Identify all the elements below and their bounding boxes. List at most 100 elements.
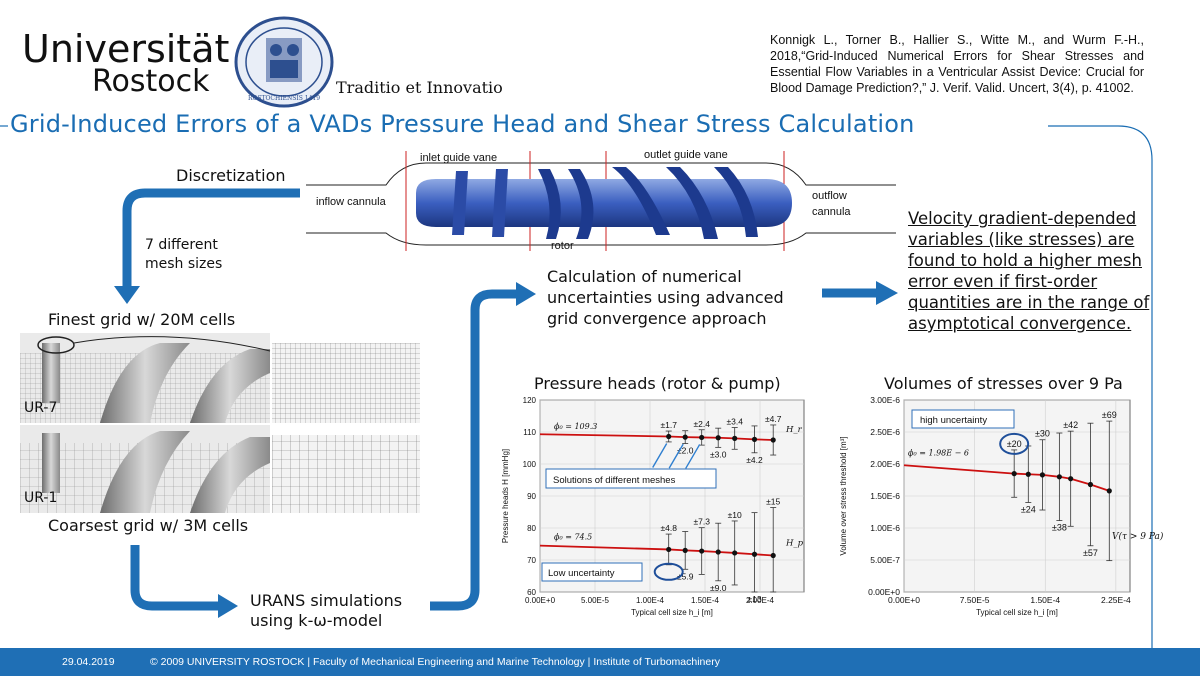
mesh-sizes-line2: mesh sizes	[145, 256, 223, 272]
data-point	[732, 435, 738, 441]
data-point	[1039, 472, 1046, 478]
coarsest-grid-label: Coarsest grid w/ 3M cells	[48, 516, 249, 535]
error-label: ±24	[1021, 505, 1036, 515]
inlet-guide-vane-label: inlet guide vane	[420, 152, 498, 164]
data-point	[666, 433, 672, 440]
data-point	[1068, 476, 1074, 482]
annotation-solutions: Solutions of different meshes	[553, 475, 676, 486]
calc-line2: uncertainties using advanced	[547, 288, 784, 307]
y-tick-label: 2.00E-6	[870, 459, 900, 469]
mesh-images	[20, 333, 420, 513]
error-label: ±1.7	[660, 420, 677, 430]
error-label: ±13	[747, 594, 761, 604]
data-point	[1025, 471, 1031, 477]
x-tick-label: 0.00E+0	[525, 596, 556, 605]
y-tick-label: 80	[527, 524, 536, 533]
data-point	[1087, 481, 1094, 488]
error-label: ±5.9	[677, 571, 694, 581]
calculation-label: Calculation of numerical uncertainties u…	[547, 266, 784, 329]
outflow-line2: cannula	[812, 206, 851, 218]
series-name: V(τ > 9 Pa)	[1112, 531, 1164, 542]
pointer-arrow	[668, 443, 684, 469]
error-label: ±2.4	[693, 419, 710, 429]
annotation-box	[541, 562, 643, 582]
conclusion-text: Velocity gradient-depended variables (li…	[908, 209, 1150, 333]
error-label: ±7.3	[693, 517, 710, 527]
data-point	[1106, 488, 1112, 494]
y-tick-label: 1.00E-6	[870, 523, 900, 533]
highlight-ellipse	[653, 562, 684, 581]
data-point	[715, 435, 721, 441]
mesh-sizes-line1: 7 different	[145, 237, 218, 253]
y-tick-label: 90	[527, 492, 536, 501]
error-label: ±15	[766, 497, 780, 507]
error-label: ±38	[1052, 523, 1067, 533]
phi0-label: ϕ₀ = 109.3	[554, 422, 597, 431]
footer-copyright: © 2009 UNIVERSITY ROSTOCK | Faculty of M…	[150, 656, 720, 668]
rotor-label: rotor	[551, 240, 574, 252]
x-axis-label: Typical cell size h_i [m]	[976, 608, 1058, 617]
x-tick-label: 0.00E+0	[888, 595, 920, 605]
error-label: ±30	[1035, 429, 1050, 439]
series-name: H_r	[785, 425, 803, 435]
data-point	[682, 434, 688, 440]
data-point	[699, 434, 705, 441]
footer-bar: 29.04.2019 © 2009 UNIVERSITY ROSTOCK | F…	[0, 648, 1200, 676]
highlight-ellipse	[999, 432, 1030, 455]
urans-label: URANS simulations using k-ω-model	[250, 591, 402, 631]
calc-line3: grid convergence approach	[547, 309, 767, 328]
university-motto: Traditio et Innovatio	[336, 78, 503, 97]
data-point	[770, 437, 776, 443]
data-point	[732, 550, 738, 556]
chart1-title: Pressure heads (rotor & pump)	[534, 374, 781, 393]
annotation-box	[545, 468, 717, 489]
error-label: ±10	[728, 510, 742, 520]
calc-line1: Calculation of numerical	[547, 267, 742, 286]
error-label: ±57	[1083, 548, 1098, 558]
university-name-line2: Rostock	[92, 64, 210, 99]
vad-device-diagram	[306, 151, 896, 251]
phi0-label: ϕ₀ = 74.5	[554, 533, 592, 542]
error-label: ±69	[1102, 410, 1117, 420]
pointer-arrow	[685, 444, 701, 469]
error-label: ±42	[1063, 420, 1078, 430]
mesh-sizes-label: 7 different mesh sizes	[145, 236, 222, 274]
ur7-label: UR-7	[24, 400, 58, 416]
urans-line1: URANS simulations	[250, 591, 403, 610]
outflow-line1: outflow	[812, 190, 847, 202]
fit-curve	[539, 433, 774, 441]
y-tick-label: 120	[523, 396, 537, 405]
y-tick-label: 110	[523, 428, 536, 437]
data-point	[715, 549, 721, 555]
data-point	[682, 547, 688, 553]
pointer-arrow	[652, 443, 668, 468]
y-tick-label: 3.00E-6	[870, 395, 900, 405]
ur1-label: UR-1	[24, 490, 58, 506]
university-name: Universität	[22, 27, 230, 71]
seal-text: ROSTOCHIENSIS 1419	[248, 95, 320, 102]
data-point	[751, 551, 758, 557]
x-tick-label: 1.00E-4	[636, 596, 665, 605]
data-point	[751, 436, 758, 442]
error-label: ±3.4	[726, 417, 743, 427]
error-label: ±4.2	[746, 455, 763, 465]
y-tick-label: 0.00E+0	[868, 587, 900, 597]
series-name: H_p	[785, 539, 804, 549]
finest-grid-label: Finest grid w/ 20M cells	[48, 310, 236, 329]
outflow-cannula-label: outflow cannula	[812, 188, 851, 220]
urans-line2: using k-ω-model	[250, 611, 383, 630]
x-tick-label: 1.50E-4	[691, 596, 720, 605]
chart-stress-volumes: 0.00E+05.00E-71.00E-61.50E-62.00E-62.50E…	[839, 395, 1164, 617]
phi0-label: ϕ₀ = 1.98E − 6	[908, 448, 969, 457]
error-label: ±9.0	[710, 583, 727, 593]
citation: Konnigk L., Torner B., Hallier S., Witte…	[770, 33, 1144, 95]
data-point	[699, 548, 705, 554]
y-tick-label: 1.50E-6	[870, 491, 900, 501]
y-tick-label: 60	[527, 588, 536, 597]
discretization-label: Discretization	[176, 166, 286, 185]
y-axis-label: Pressure heads H [mmHg]	[501, 449, 510, 543]
data-point	[1056, 474, 1062, 480]
y-axis-label: Volume over stress threshold [m³]	[839, 436, 848, 555]
